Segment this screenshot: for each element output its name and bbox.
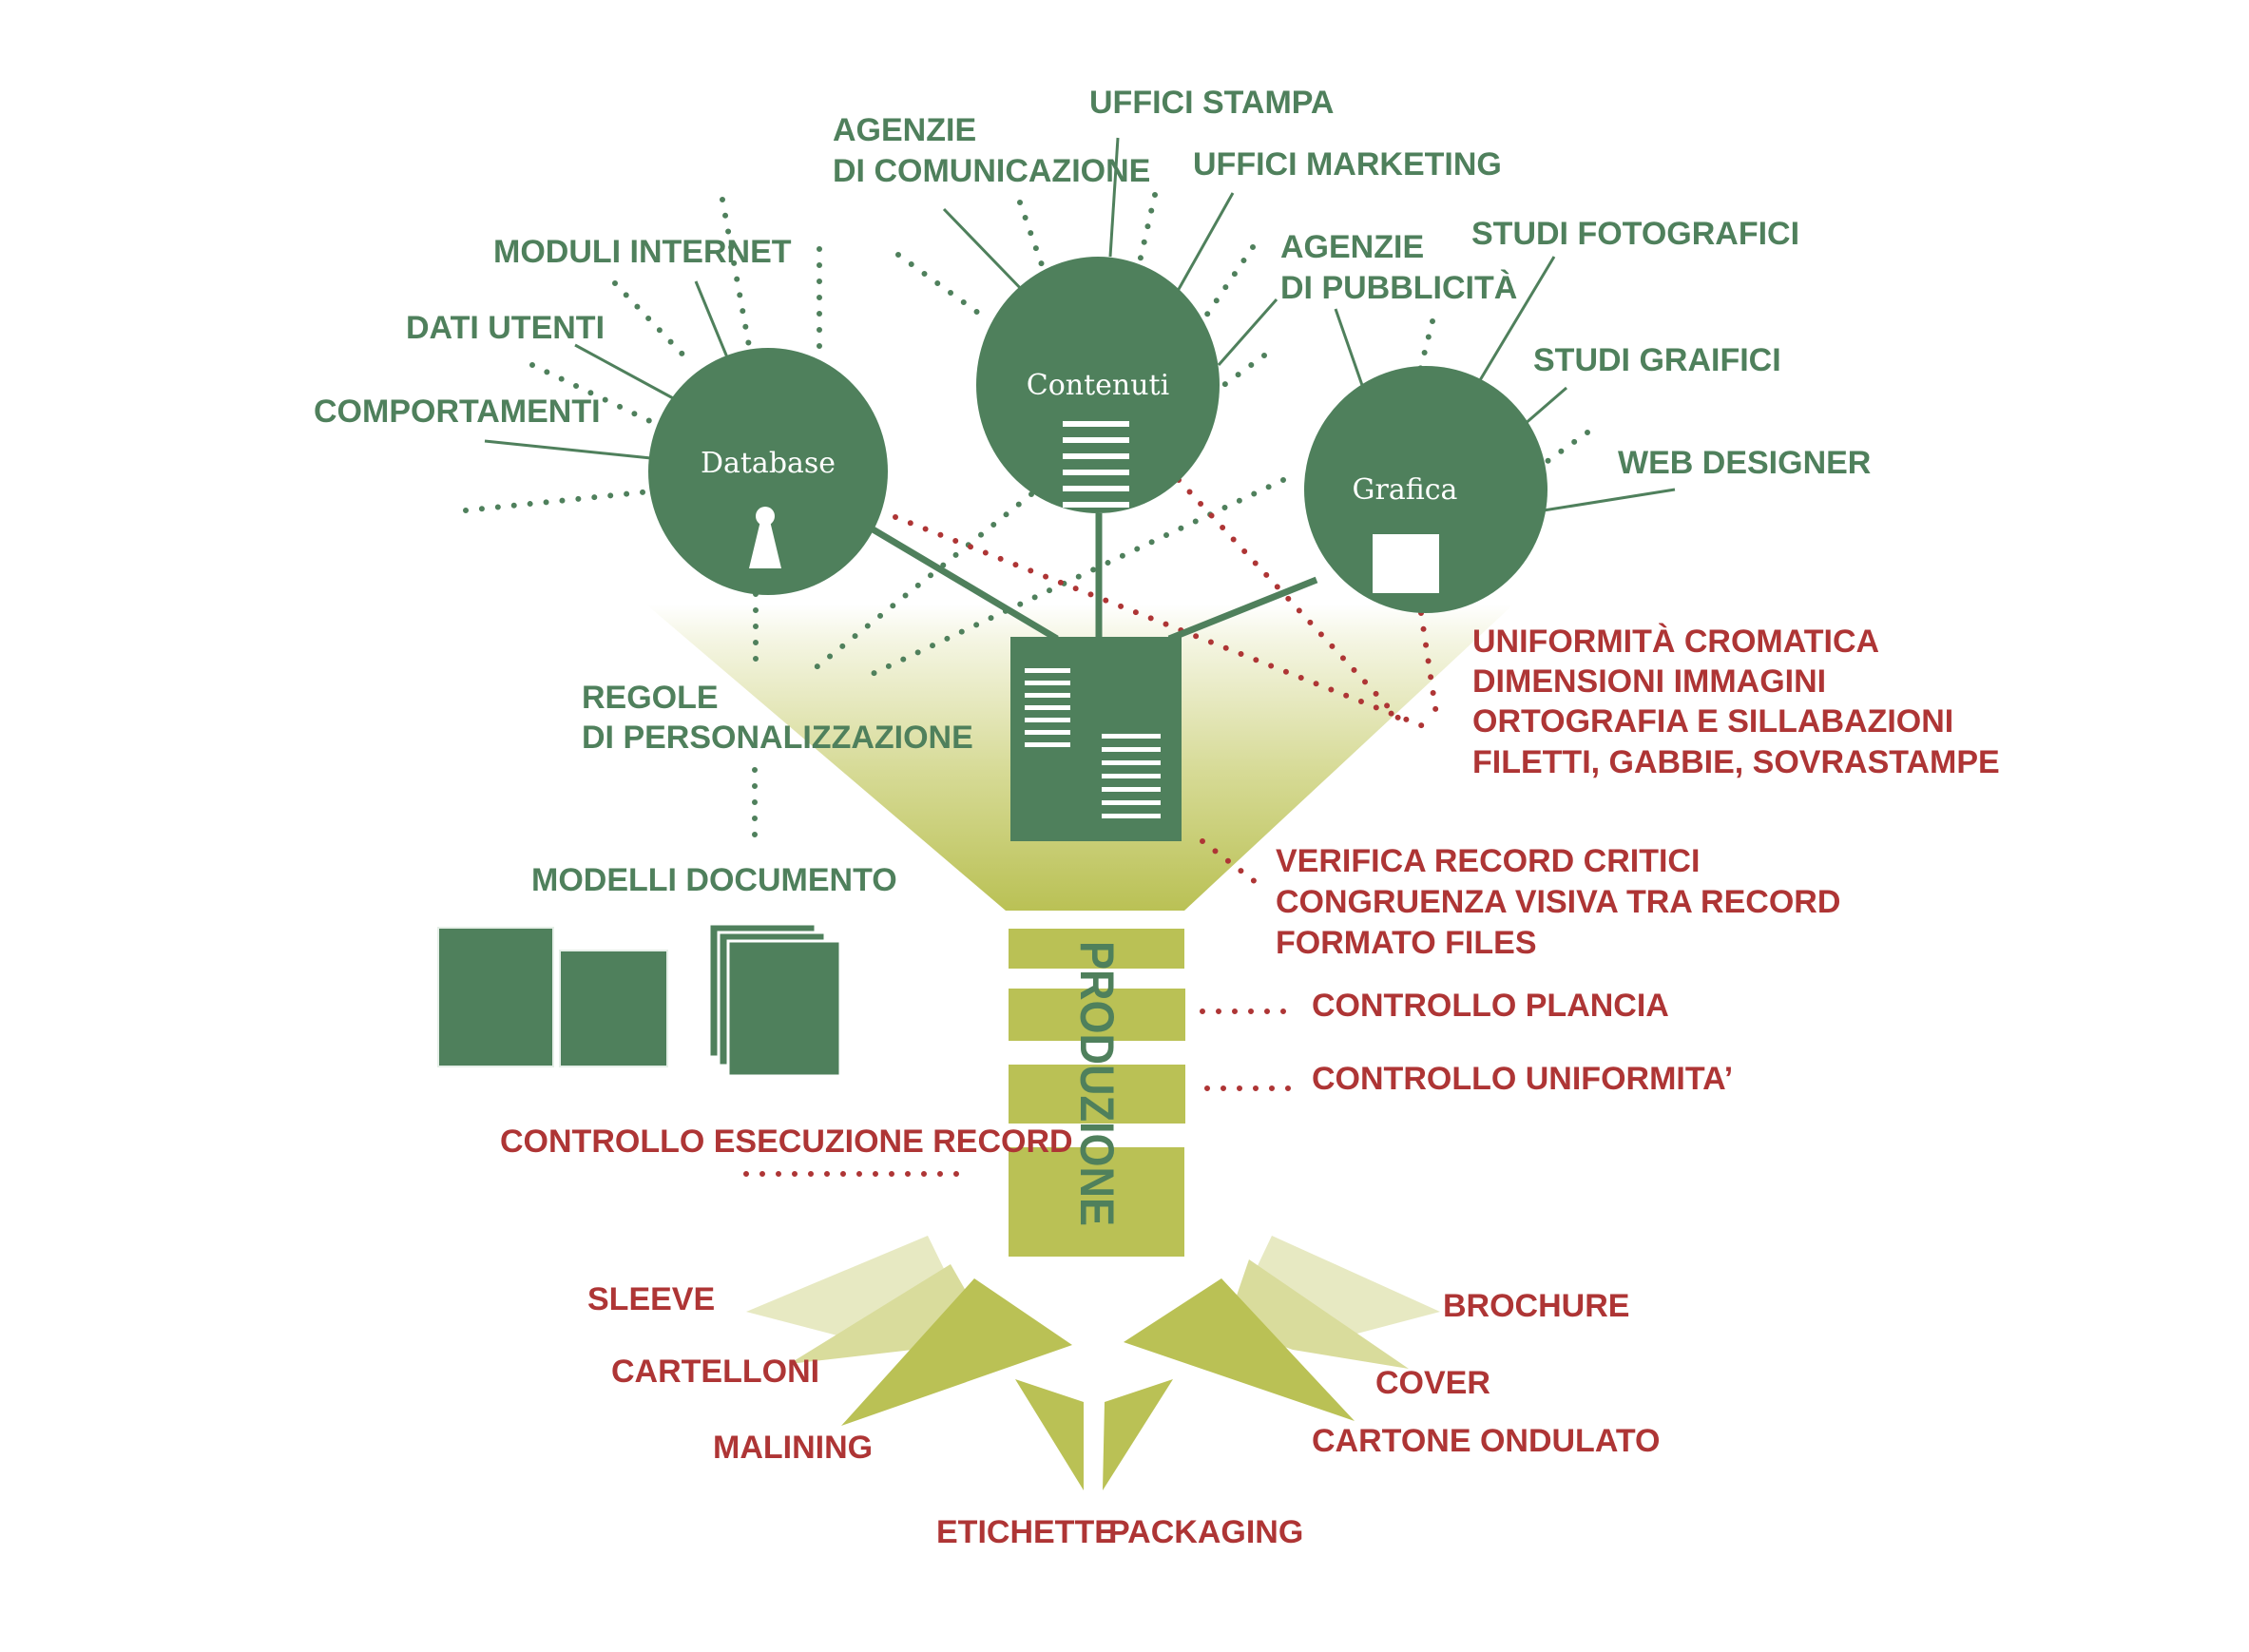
database-node: Database [648,348,888,595]
check-filetti: FILETTI, GABBIE, SOVRASTAMPE [1472,744,2000,780]
contenuti-dotted-rays [810,192,1267,673]
personalized-document-icon [1010,637,1182,841]
document-models-icon [437,922,842,1078]
source-label-agenzie-comunicazione-1: AGENZIE [833,112,976,148]
production-stage-2 [1009,989,1185,1041]
output-fan-bottom [1015,1379,1173,1490]
check-controllo-uniformita: CONTROLLO UNIFORMITA’ [1312,1061,1733,1097]
production-check-leaders [743,1008,1296,1177]
check-formato-files: FORMATO FILES [1276,925,1537,961]
source-label-uffici-stampa: UFFICI STAMPA [1089,85,1335,121]
database-dotted-rays [463,197,822,849]
check-dotted-lines [893,477,1440,892]
output-malining: MALINING [713,1430,873,1466]
source-label-agenzie-pubblicita-2: DI PUBBLICITÀ [1280,270,1517,306]
database-node-title: Database [701,447,836,480]
output-cartone-ondulato: CARTONE ONDULATO [1312,1423,1660,1459]
source-label-studi-graifici: STUDI GRAIFICI [1533,342,1781,378]
source-label-studi-fotografici: STUDI FOTOGRAFICI [1471,216,1799,252]
output-cover: COVER [1375,1365,1490,1401]
contenuti-node-title: Contenuti [1027,369,1169,402]
output-fan-left [746,1236,1072,1426]
production-column: PRODUZIONE [1009,929,1185,1257]
check-congruenza-visiva: CONGRUENZA VISIVA TRA RECORD [1276,884,1840,920]
keyhole-icon [749,507,781,568]
source-label-agenzie-comunicazione-2: DI COMUNICAZIONE [833,153,1150,189]
rules-label-1: REGOLE [582,680,719,716]
source-label-dati-utenti: DATI UTENTI [406,310,605,346]
image-square-icon [1373,534,1439,593]
check-ortografia: ORTOGRAFIA E SILLABAZIONI [1472,703,1953,740]
output-packaging: PACKAGING [1108,1514,1303,1550]
check-uniformita-cromatica: UNIFORMITÀ CROMATICA [1472,624,1879,660]
production-stage-3 [1009,1065,1185,1124]
output-sleeve: SLEEVE [587,1281,715,1317]
source-label-comportamenti: COMPORTAMENTI [314,394,601,430]
grafica-node-title: Grafica [1353,473,1458,507]
output-fan-right [1124,1236,1440,1421]
production-stage-1 [1009,929,1184,969]
check-controllo-esecuzione: CONTROLLO ESECUZIONE RECORD [500,1124,1073,1160]
models-label: MODELLI DOCUMENTO [531,862,897,898]
contenuti-node: Contenuti [976,257,1220,513]
output-etichette: ETICHETTE [936,1514,1116,1550]
rules-label-2: DI PERSONALIZZAZIONE [582,720,973,756]
check-controllo-plancia: CONTROLLO PLANCIA [1312,988,1669,1024]
source-label-moduli-internet: MODULI INTERNET [493,234,792,270]
node-to-document-connectors [868,513,1318,643]
output-cartelloni: CARTELLONI [611,1354,819,1390]
production-stage-4 [1009,1147,1184,1257]
source-label-uffici-marketing: UFFICI MARKETING [1193,146,1502,182]
grafica-node: Grafica [1304,366,1547,613]
text-lines-icon [1063,421,1129,508]
source-label-agenzie-pubblicita-1: AGENZIE [1280,229,1424,265]
check-verifica-record: VERIFICA RECORD CRITICI [1276,843,1700,879]
production-label: PRODUZIONE [1070,941,1124,1226]
source-label-web-designer: WEB DESIGNER [1618,445,1871,481]
check-dimensioni-immagini: DIMENSIONI IMMAGINI [1472,663,1826,700]
output-brochure: BROCHURE [1443,1288,1629,1324]
